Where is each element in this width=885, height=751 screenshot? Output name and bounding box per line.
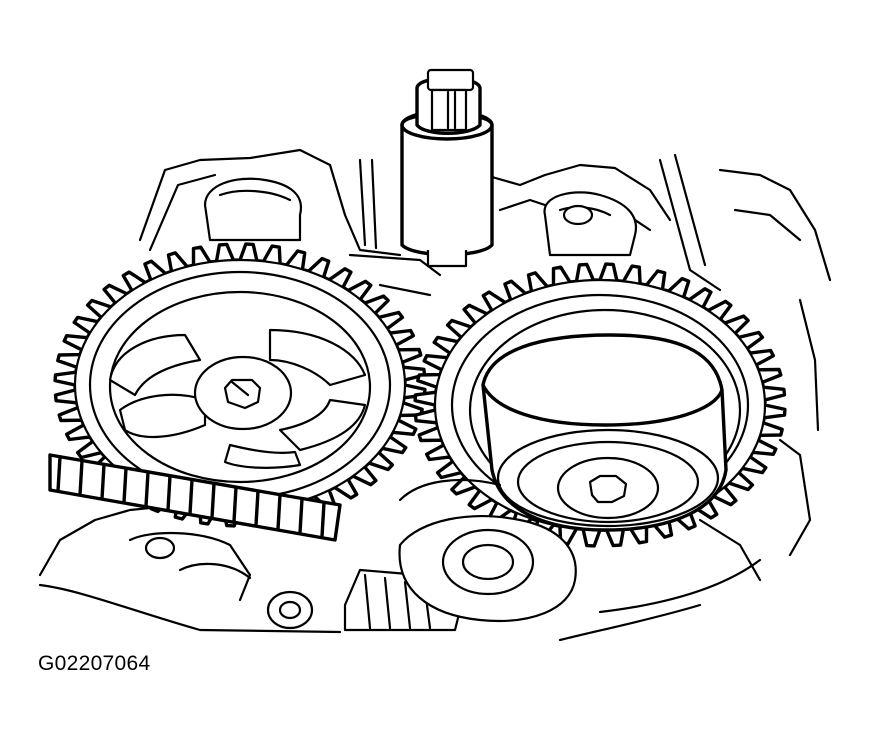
intake-camshaft-sprocket [53,242,427,528]
camshaft-lobes [203,177,638,257]
lower-bracket [128,531,314,630]
vvt-actuator [481,333,728,532]
engine-block-outline [38,148,832,642]
figure-id-label: G02207064 [38,652,151,675]
camshaft-position-sensor [400,68,494,268]
idler-pulley [398,478,577,622]
